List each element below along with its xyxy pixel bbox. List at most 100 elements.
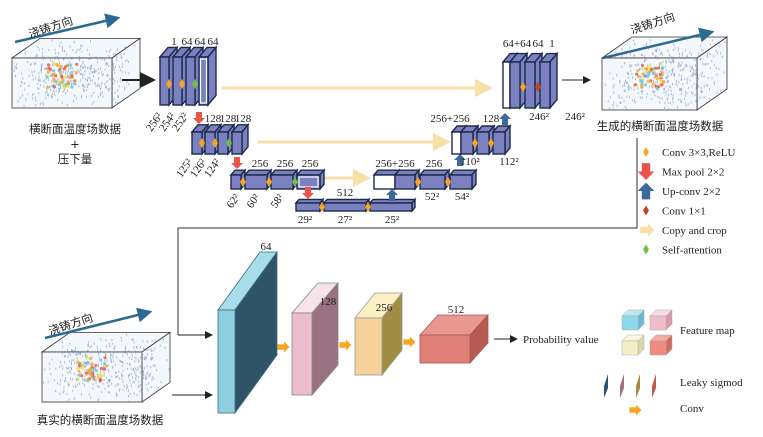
data-point <box>105 353 107 356</box>
data-point <box>609 72 611 75</box>
data-point <box>654 90 656 94</box>
data-point <box>144 358 146 361</box>
data-point <box>664 65 666 68</box>
data-point <box>672 67 674 70</box>
data-point <box>101 58 103 61</box>
data-point <box>93 342 95 345</box>
data-point <box>653 76 655 79</box>
data-point <box>49 63 51 67</box>
data-point <box>126 59 128 62</box>
data-point <box>701 75 703 78</box>
data-point <box>78 352 80 355</box>
data-point <box>42 57 44 61</box>
data-point <box>109 380 111 383</box>
data-point <box>146 376 148 379</box>
data-point <box>81 45 83 48</box>
data-point <box>90 40 91 43</box>
output-temperature-field <box>600 36 729 111</box>
data-point <box>79 56 80 59</box>
dec2-feature-map-side <box>504 124 511 156</box>
data-point <box>48 48 50 52</box>
data-point <box>84 374 86 377</box>
data-point <box>117 383 119 386</box>
hot-point <box>58 69 62 73</box>
data-point <box>89 68 91 71</box>
data-point <box>39 79 41 82</box>
data-point <box>665 90 667 93</box>
conv-arrow <box>403 336 416 348</box>
data-point <box>667 80 669 83</box>
data-point <box>44 74 46 77</box>
data-point <box>113 352 115 355</box>
data-point <box>62 58 64 61</box>
hot-point <box>73 79 77 83</box>
hot-point <box>66 84 70 88</box>
data-point <box>126 80 128 83</box>
hot-point <box>87 377 91 381</box>
dec3-channel-label: 256 <box>426 158 443 170</box>
data-point <box>681 52 683 55</box>
data-point <box>72 378 73 381</box>
data-point <box>136 393 138 397</box>
hot-point <box>97 373 101 377</box>
data-point <box>658 62 660 65</box>
disc-feature-map-512-front <box>419 334 471 364</box>
data-point <box>111 342 113 346</box>
data-point <box>37 45 39 49</box>
hot-point <box>51 69 56 73</box>
data-point <box>681 61 683 64</box>
data-point <box>691 67 693 70</box>
data-point <box>673 60 674 63</box>
data-point <box>725 41 726 44</box>
data-point <box>50 373 52 376</box>
data-point <box>651 97 653 100</box>
data-point <box>60 379 62 382</box>
data-point <box>713 63 715 67</box>
data-point <box>68 366 70 369</box>
data-point <box>667 76 669 79</box>
data-point <box>40 68 42 71</box>
data-point <box>78 70 80 73</box>
data-point <box>661 53 663 56</box>
data-point <box>141 351 143 354</box>
data-point <box>66 103 68 106</box>
hot-point <box>59 64 63 68</box>
data-point <box>94 81 96 84</box>
hot-point <box>90 361 94 365</box>
data-point <box>126 383 128 387</box>
hot-point <box>633 83 637 87</box>
data-point <box>695 69 697 72</box>
data-point <box>637 92 639 95</box>
data-point <box>132 376 133 379</box>
data-point <box>153 341 155 344</box>
data-point <box>68 398 70 401</box>
data-point <box>46 88 48 91</box>
data-point <box>672 83 673 86</box>
data-point <box>97 399 99 402</box>
disc-feature-map-128 <box>291 281 339 397</box>
hot-point <box>61 77 65 81</box>
red-down-arrow-icon <box>637 163 655 180</box>
data-point <box>121 364 123 367</box>
data-point <box>98 363 99 366</box>
data-point <box>37 78 39 81</box>
disc-channel-label: 64 <box>261 241 273 253</box>
data-point <box>715 49 717 52</box>
hot-point <box>81 366 85 370</box>
data-point <box>686 92 688 95</box>
data-point <box>57 382 58 385</box>
data-point <box>706 54 708 57</box>
data-point <box>631 72 633 75</box>
data-point <box>122 361 124 364</box>
hot-point <box>46 85 50 89</box>
conv-arrow <box>520 82 526 92</box>
data-point <box>126 362 128 365</box>
data-point <box>105 339 107 342</box>
data-point <box>612 107 614 110</box>
data-point <box>657 72 659 75</box>
data-point <box>695 84 697 87</box>
data-point <box>112 365 114 368</box>
data-point <box>112 354 114 357</box>
data-point <box>45 67 47 70</box>
hot-point <box>644 70 648 74</box>
